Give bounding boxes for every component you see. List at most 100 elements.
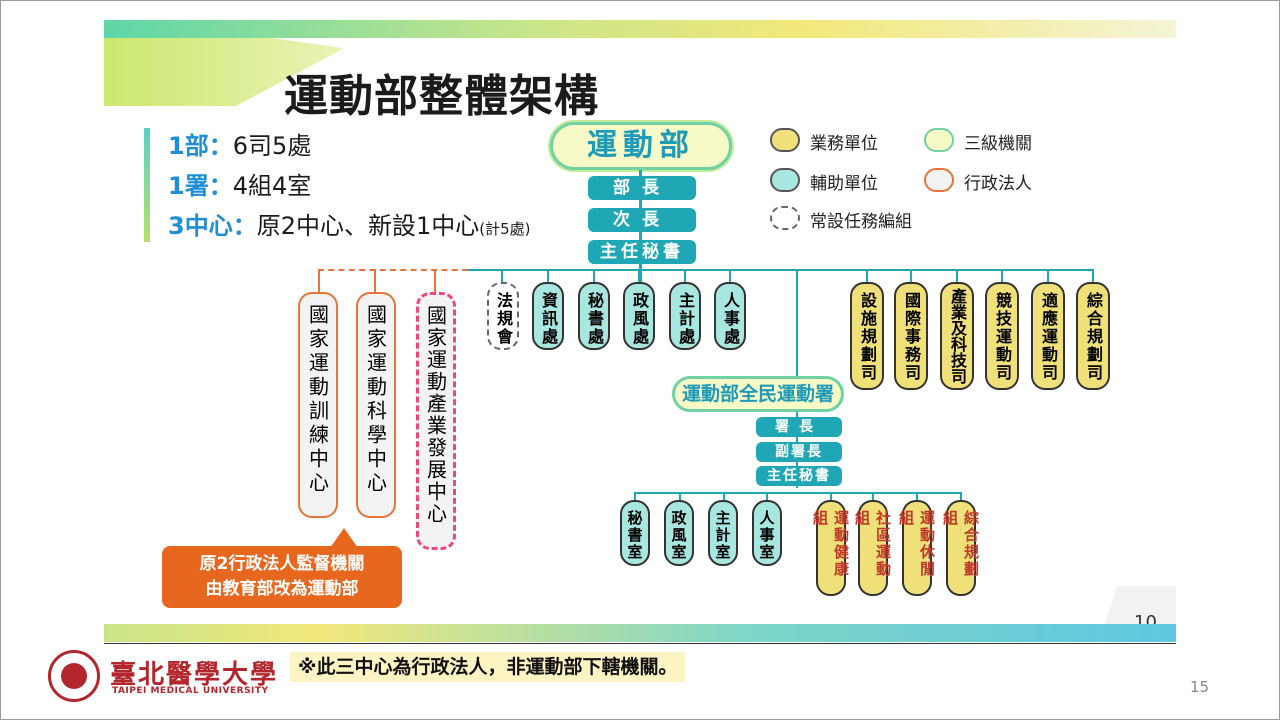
legend-swatch-support <box>770 168 800 192</box>
center-national-sports-industry: 國家運動產業發展中心 <box>416 292 456 550</box>
connector <box>910 269 912 283</box>
connector <box>766 492 768 502</box>
unit-community-sports: 社區運動組 <box>853 500 892 596</box>
unit-admin-personnel: 人事室 <box>752 500 782 566</box>
unit-label: 運動休閒組 <box>897 510 936 578</box>
unit-label: 主計室 <box>713 510 732 561</box>
footnote: ※此三中心為行政法人，非運動部下轄機關。 <box>290 652 686 682</box>
slide-number: 15 <box>1190 678 1210 696</box>
page-number-tab <box>1104 586 1176 626</box>
summary-line-administration: 1署：4組4室 <box>168 166 311 201</box>
connector <box>872 492 874 502</box>
unit-label: 運動健康組 <box>811 510 850 578</box>
minister-bar: 部長 <box>588 176 696 200</box>
connector <box>1092 269 1094 283</box>
unit-secretariat-dept: 秘書處 <box>578 282 610 350</box>
unit-label: 人事處 <box>721 292 740 346</box>
legend-label-business: 業務單位 <box>810 134 878 154</box>
unit-facility-planning: 設施規劃司 <box>850 282 884 390</box>
connector <box>830 492 832 502</box>
unit-adaptive-sports: 適應運動司 <box>1031 282 1065 390</box>
administration-branch-line <box>634 492 962 494</box>
legend-swatch-task-group <box>770 206 800 230</box>
legend-label-admin-corp: 行政法人 <box>964 174 1032 194</box>
summary-key: 1部 <box>168 132 209 160</box>
unit-accounting-dept: 主計處 <box>669 282 701 350</box>
summary-key: 1署 <box>168 172 209 200</box>
connector <box>866 269 868 283</box>
unit-label: 適應運動司 <box>1039 292 1058 382</box>
connector <box>679 492 681 502</box>
unit-comprehensive-planning: 綜合規劃司 <box>1076 282 1110 390</box>
legend-swatch-third-level <box>924 128 954 152</box>
unit-ethics-dept: 政風處 <box>623 282 655 350</box>
legend-label-support: 輔助單位 <box>810 174 878 194</box>
connector <box>1001 269 1003 283</box>
connector <box>960 492 962 502</box>
center-national-sports-science: 國家運動科學中心 <box>356 292 396 518</box>
summary-key: 3中心 <box>168 212 233 240</box>
footer-divider <box>104 643 1176 644</box>
summary-line-centers: 3中心：原2中心、新設1中心(計5處) <box>168 206 531 241</box>
connector <box>916 492 918 502</box>
legend-label-task-group: 常設任務編組 <box>810 212 912 232</box>
center-connector <box>434 269 436 293</box>
callout-pointer <box>330 528 358 548</box>
unit-admin-ethics: 政風室 <box>664 500 694 566</box>
unit-label: 綜合規劃司 <box>1084 292 1103 382</box>
unit-admin-accounting: 主計室 <box>708 500 738 566</box>
unit-sports-leisure: 運動休閒組 <box>897 500 936 596</box>
legend-label-third-level: 三級機關 <box>964 134 1032 154</box>
callout-line: 由教育部改為運動部 <box>205 579 359 599</box>
unit-competitive-sports: 競技運動司 <box>985 282 1019 390</box>
unit-sports-health: 運動健康組 <box>811 500 850 596</box>
administrator-bar: 署長 <box>756 417 842 437</box>
connector <box>547 269 549 283</box>
supervision-callout: 原2行政法人監督機關 由教育部改為運動部 <box>162 546 402 608</box>
university-seal-icon <box>48 650 100 702</box>
center-label: 國家運動訓練中心 <box>305 304 330 496</box>
slide-title: 運動部整體架構 <box>284 71 599 122</box>
unit-label: 設施規劃司 <box>858 292 877 382</box>
unit-label: 主計處 <box>676 292 695 346</box>
centers-dotted-link <box>318 269 468 271</box>
vice-minister-bar: 次長 <box>588 208 696 232</box>
unit-label: 競技運動司 <box>993 292 1012 382</box>
unit-label: 綜合規劃組 <box>941 510 980 578</box>
unit-personnel-dept: 人事處 <box>714 282 746 350</box>
summary-sep: ： <box>208 132 233 160</box>
university-name-en: TAIPEI MEDICAL UNIVERSITY <box>112 686 269 696</box>
unit-label: 社區運動組 <box>853 510 892 578</box>
connector <box>729 269 731 283</box>
unit-label: 人事室 <box>757 510 776 561</box>
unit-label: 秘書處 <box>585 292 604 346</box>
summary-line-ministry: 1部：6司5處 <box>168 126 311 161</box>
connector <box>956 269 958 283</box>
summary-accent-bar <box>144 128 150 242</box>
center-label: 國家運動產業發展中心 <box>423 305 448 525</box>
administration-node: 運動部全民運動署 <box>672 376 844 412</box>
admin-chief-secretary-bar: 主任秘書 <box>756 466 842 486</box>
summary-value: 4組4室 <box>232 172 312 200</box>
center-label: 國家運動科學中心 <box>363 304 388 496</box>
unit-regulation-committee: 法規會 <box>487 282 519 350</box>
legend-swatch-business <box>770 128 800 152</box>
unit-label: 政風處 <box>630 292 649 346</box>
slide: 運動部整體架構 1部：6司5處 1署：4組4室 3中心：原2中心、新設1中心(計… <box>104 20 1176 642</box>
unit-label: 法規會 <box>494 292 513 346</box>
center-connector <box>318 269 320 293</box>
unit-label: 產業及科技司 <box>948 288 967 384</box>
bottom-gradient-band <box>104 624 1176 642</box>
unit-industry-technology: 產業及科技司 <box>940 282 974 390</box>
unit-label: 資訊處 <box>539 292 558 346</box>
connector <box>634 492 636 502</box>
unit-label: 秘書室 <box>625 510 644 561</box>
summary-value: 原2中心、新設1中心 <box>256 212 480 240</box>
university-name-cn: 臺北醫學大學 <box>110 660 279 690</box>
chief-secretary-bar: 主任秘書 <box>588 240 696 264</box>
unit-international-affairs: 國際事務司 <box>894 282 928 390</box>
summary-value: 6司5處 <box>232 132 312 160</box>
summary-sep: ： <box>208 172 233 200</box>
ministry-node: 運動部 <box>550 122 732 170</box>
top-gradient-band <box>104 20 1176 38</box>
